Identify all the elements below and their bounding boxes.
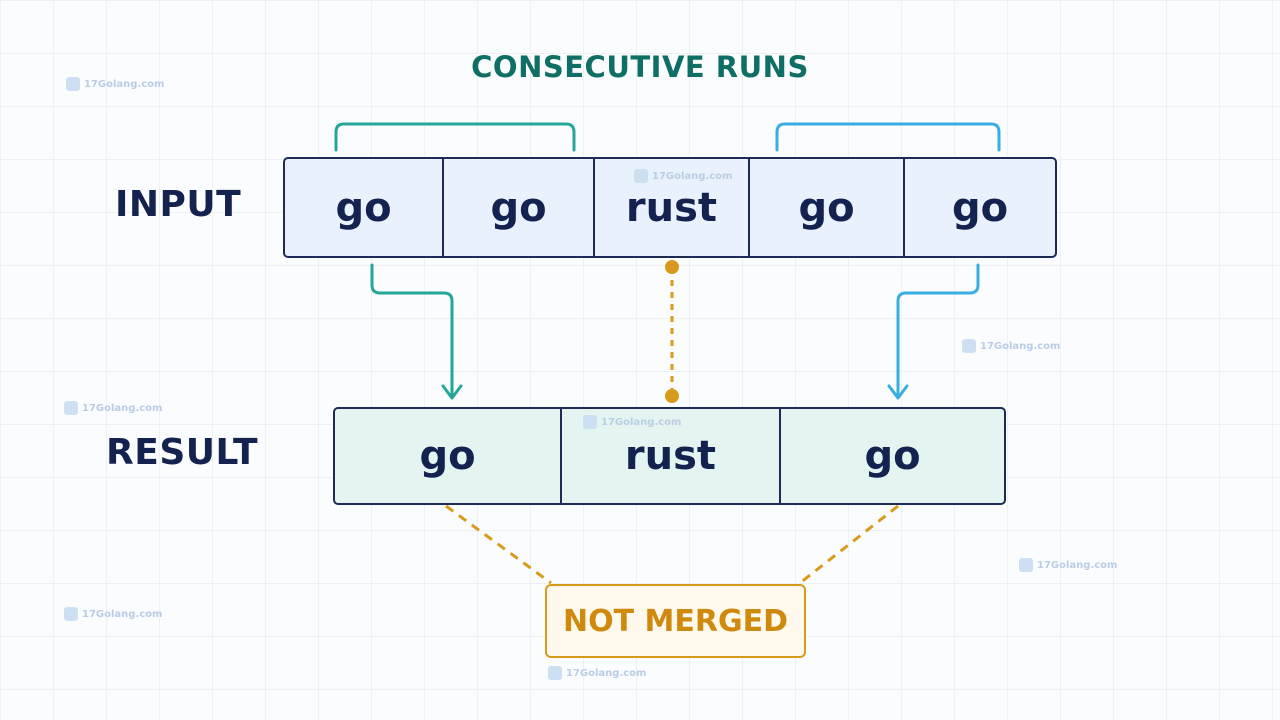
watermark: 17Golang.com: [962, 339, 1060, 353]
watermark-icon: [634, 169, 648, 183]
input-cell: go: [750, 159, 905, 256]
watermark: 17Golang.com: [583, 415, 681, 429]
input-cell: go: [444, 159, 595, 256]
watermark: 17Golang.com: [64, 607, 162, 621]
arrow-teal: [370, 263, 454, 398]
watermark: 17Golang.com: [64, 401, 162, 415]
watermark: 17Golang.com: [66, 77, 164, 91]
result-array: go rust go: [333, 407, 1006, 505]
input-label: INPUT: [115, 184, 242, 225]
watermark: 17Golang.com: [1019, 558, 1117, 572]
diagram-title: CONSECUTIVE RUNS: [471, 50, 809, 84]
result-cell: rust: [562, 409, 781, 503]
watermark-icon: [64, 607, 78, 621]
watermark-icon: [1019, 558, 1033, 572]
result-label: RESULT: [106, 432, 259, 473]
watermark-icon: [583, 415, 597, 429]
result-cell: go: [335, 409, 562, 503]
watermark: 17Golang.com: [548, 666, 646, 680]
input-array: go go rust go go: [283, 157, 1057, 258]
run-bracket-teal: [334, 122, 576, 152]
note-connector-left: [445, 504, 552, 585]
watermark: 17Golang.com: [634, 169, 732, 183]
result-cell: go: [864, 433, 921, 479]
arrow-blue: [896, 263, 980, 398]
rust-connector-dot-bottom: [665, 389, 679, 403]
watermark-icon: [64, 401, 78, 415]
input-cell: go: [951, 184, 1009, 231]
rust-connector-dot-top: [665, 260, 679, 274]
watermark-icon: [66, 77, 80, 91]
not-merged-note: NOT MERGED: [545, 584, 806, 658]
input-cell: go: [285, 159, 444, 256]
run-bracket-blue: [775, 122, 1001, 152]
input-cell: rust: [595, 159, 750, 256]
arrow-head-blue: [887, 384, 909, 400]
note-connector-right: [799, 504, 899, 585]
watermark-icon: [962, 339, 976, 353]
watermark-icon: [548, 666, 562, 680]
arrow-head-teal: [441, 384, 463, 400]
